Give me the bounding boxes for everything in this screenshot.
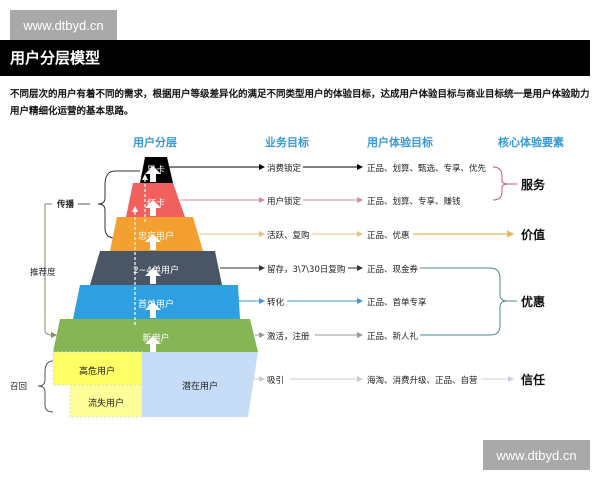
core-element: 信任 [521, 373, 546, 387]
core-element: 价值 [521, 228, 546, 242]
col-header-core: 核心体验要素 [498, 136, 564, 149]
core-element: 优惠 [521, 295, 546, 309]
layer-loyal [110, 217, 203, 251]
layer-first-order [73, 285, 240, 319]
layer-label: 流失用户 [87, 399, 125, 409]
experience-goal: 正品、划算、甄选、专享、优先 [367, 164, 487, 174]
experience-goal: 正品、现金券 [367, 265, 419, 275]
description: 不同层次的用户有着不同的需求，根据用户等级差异化的满足不同类型用户的体验目标，达… [10, 89, 590, 117]
layer-2-4-orders [90, 251, 222, 285]
layer-label: 高危用户 [78, 367, 116, 377]
left-label-recommend: 推荐度 [30, 268, 56, 278]
layer-label: 2~4单用户 [133, 266, 179, 276]
watermark-top: www.dtbyd.cn [10, 10, 117, 40]
core-element: 服务 [521, 178, 546, 192]
layer-label: 潜在用户 [181, 382, 219, 392]
bracket-service [492, 166, 509, 201]
col-header-experience: 用户体验目标 [367, 136, 433, 149]
left-label-spread: 传播 [57, 200, 75, 210]
experience-goal: 正品、首单专享 [367, 298, 427, 308]
bracket-discount [420, 267, 508, 336]
up-arrows [145, 166, 161, 352]
business-goal: 消费锁定 [267, 164, 302, 174]
experience-goal: 正品、新人礼 [367, 332, 419, 342]
business-goal: 留存，3\7\30日复购 [267, 265, 346, 275]
layer-label: 黑卡 [146, 166, 166, 176]
experience-goal: 海淘、消费升级、正品、自营 [367, 376, 478, 386]
col-header-layers: 用户分层 [133, 136, 177, 149]
layer-label: 新用户 [142, 334, 170, 344]
layer-red-card [126, 183, 185, 217]
col-header-business: 业务目标 [265, 136, 309, 149]
layer-label: 忠实用户 [137, 232, 175, 242]
watermark-bottom: www.dtbyd.cn [483, 440, 590, 470]
layer-new-user [53, 319, 258, 352]
layer-label: 首单用户 [137, 300, 175, 310]
experience-goal: 正品、划算、专享、赚钱 [367, 197, 461, 207]
business-goal: 激活，注册 [267, 332, 310, 342]
layer-lost [69, 384, 143, 418]
watermark-text: www.dtbyd.cn [496, 447, 577, 463]
layer-label: 红卡 [146, 199, 166, 209]
business-goal: 用户锁定 [267, 197, 302, 207]
business-goal: 活跃、复购 [267, 231, 310, 241]
watermark-text: www.dtbyd.cn [23, 17, 104, 33]
bracket-recall [37, 360, 54, 413]
experience-goal: 正品、优惠 [367, 231, 410, 241]
page-title: 用户分层模型 [0, 40, 590, 76]
business-goal: 转化 [267, 298, 285, 308]
left-label-recall: 召回 [10, 382, 28, 392]
bracket-recommend [44, 203, 57, 338]
layer-potential [142, 352, 258, 417]
business-goal: 吸引 [267, 376, 285, 386]
bracket-spread [97, 170, 140, 239]
